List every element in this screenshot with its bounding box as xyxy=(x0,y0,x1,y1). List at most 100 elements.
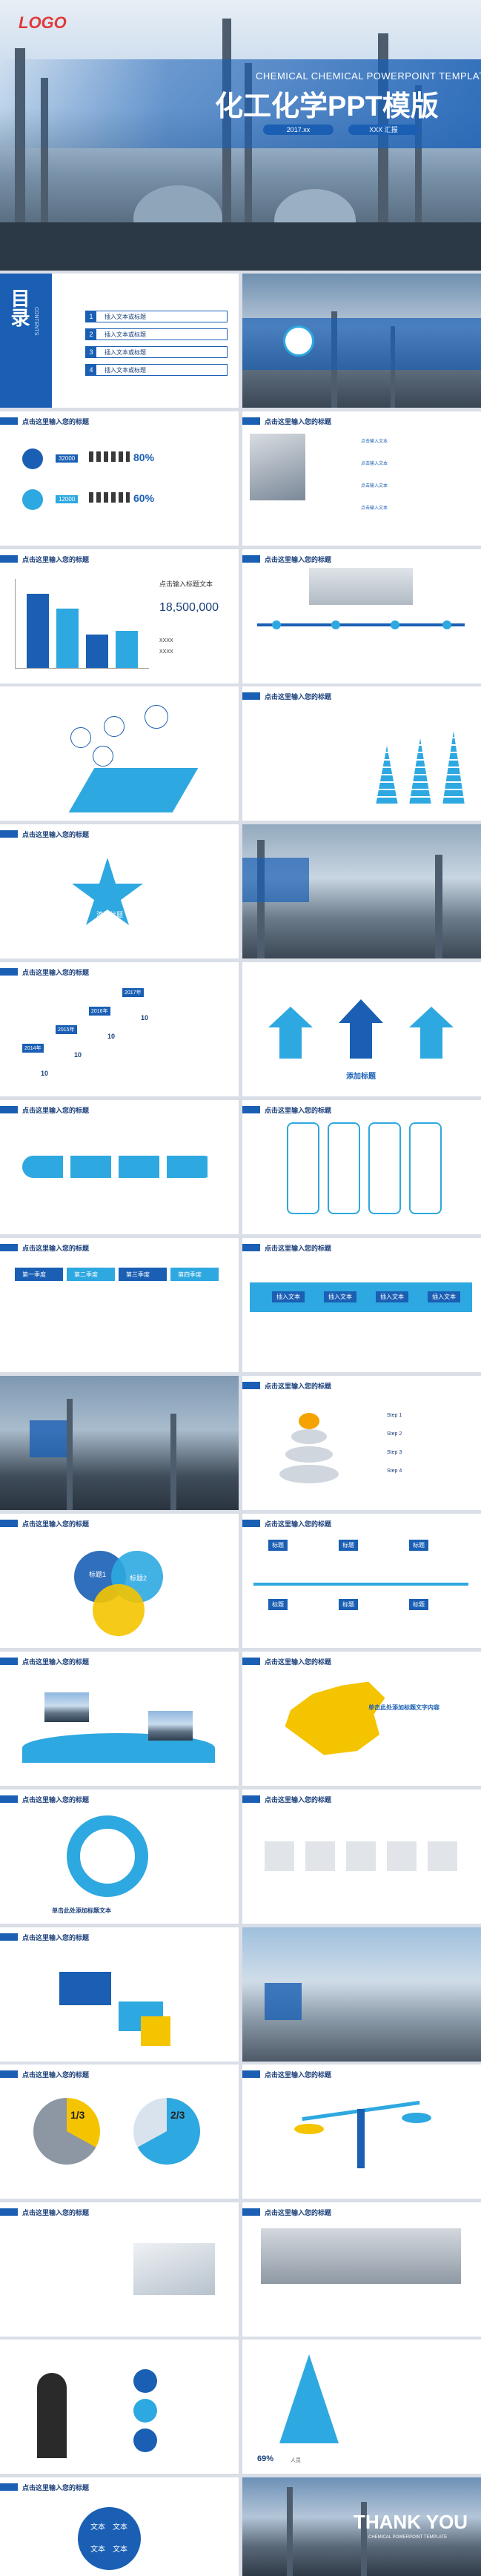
toc-heading: 目录 xyxy=(8,288,30,327)
slide-title: 点击这里输入您的标题 xyxy=(265,693,332,701)
text-bubble xyxy=(133,2428,157,2452)
slide-flow[interactable]: 点击这里输入您的标题 插入文本 插入文本 插入文本 插入文本 xyxy=(242,1238,481,1372)
flow-tag: 插入文本 xyxy=(272,1291,305,1302)
slide-title: 点击这里输入您的标题 xyxy=(265,1383,332,1390)
slide-star[interactable]: 点击这里输入您的标题 添加标题 xyxy=(0,824,239,958)
toc-sidebar xyxy=(0,274,52,408)
iso-base xyxy=(68,768,199,812)
badge-text: 文本 xyxy=(113,2523,127,2532)
arrow-up-icon xyxy=(339,999,383,1059)
people-triangle xyxy=(279,2354,339,2443)
cover-pill-date: 2017.xx xyxy=(263,125,334,135)
step-label: Step 1 xyxy=(387,1413,402,1418)
quarter-tab[interactable]: 第四季度 xyxy=(170,1268,219,1281)
slide-photo-plant[interactable] xyxy=(242,274,481,408)
slide-title: 点击这里输入您的标题 xyxy=(22,1796,90,1804)
people-icon xyxy=(22,489,43,510)
slide-people-stats[interactable]: 点击这里输入您的标题 32000 80% 12000 60% xyxy=(0,411,239,546)
quarter-tab[interactable]: 第一季度 xyxy=(15,1268,63,1281)
timeline-dot xyxy=(442,620,451,629)
stair-year: 2015年 xyxy=(56,1025,77,1034)
flow-tag: 插入文本 xyxy=(324,1291,356,1302)
cube-row xyxy=(265,1841,457,1871)
phone-card xyxy=(328,1122,360,1214)
slide-stairs[interactable]: 点击这里输入您的标题 2014年 2015年 2016年 2017年 10 10… xyxy=(0,962,239,1096)
toc-item[interactable]: 2 插入文本或标题 xyxy=(85,328,228,340)
tablet-photo xyxy=(133,2243,215,2295)
slide-ribbon-photos[interactable]: 点击这里输入您的标题 xyxy=(0,1652,239,1786)
slide-bar-chart[interactable]: 点击这里输入您的标题 点击输入标题文本 18,500,000 XXXX XXXX xyxy=(0,549,239,683)
slide-timeline[interactable]: 点击这里输入您的标题 xyxy=(242,549,481,683)
slide-text-circles[interactable]: 点击这里输入您的标题 文本 文本 文本 文本 xyxy=(0,2477,239,2576)
toc-item[interactable]: 4 插入文本或标题 xyxy=(85,364,228,376)
slide-handshake[interactable]: 点击这里输入您的标题 xyxy=(242,2202,481,2337)
businessman-figure xyxy=(37,2373,67,2458)
slide-fractions[interactable]: 点击这里输入您的标题 1/3 2/3 xyxy=(0,2065,239,2199)
slide-steps[interactable]: 点击这里输入您的标题 Step 1 Step 2 Step 3 Step 4 xyxy=(242,1376,481,1510)
tanks-overlay xyxy=(265,1983,302,2020)
toc-heading-en: CONTENTS xyxy=(33,307,39,336)
stat-percent: 80% xyxy=(133,451,155,463)
trophy-block xyxy=(141,2016,170,2046)
slide-title: 点击这里输入您的标题 xyxy=(22,1107,90,1114)
slide-venn[interactable]: 点击这里输入您的标题 标题1 标题2 xyxy=(0,1514,239,1648)
slide-cones[interactable]: 点击这里输入您的标题 xyxy=(242,686,481,821)
slide-businessman[interactable] xyxy=(0,2340,239,2474)
thank-you-title: THANK YOU xyxy=(354,2511,468,2533)
meeting-photo xyxy=(250,434,305,500)
slide-arrows-up[interactable]: 添加标题 xyxy=(242,962,481,1096)
step-disc xyxy=(291,1429,327,1444)
logo: LOGO xyxy=(19,13,67,32)
slide-phones[interactable]: 点击这里输入您的标题 xyxy=(242,1100,481,1234)
grid-title: 标题 xyxy=(409,1540,428,1551)
slide-title: 点击这里输入您的标题 xyxy=(22,556,90,563)
venn-label: 标题2 xyxy=(130,1575,147,1582)
slide-text-photo[interactable]: 点击这里输入您的标题 xyxy=(0,2202,239,2337)
arrow-up-icon xyxy=(409,1007,454,1059)
blue-card xyxy=(59,1972,111,2005)
cycle-ring xyxy=(67,1815,148,1897)
photo-thumb xyxy=(44,1692,89,1722)
slide-title: 点击这里输入您的标题 xyxy=(22,2209,90,2216)
step-disc xyxy=(285,1446,333,1463)
plant-overlay xyxy=(242,318,481,370)
slide-number-one[interactable]: 点击这里输入您的标题 xyxy=(0,1927,239,2062)
slide-photo-list[interactable]: 点击这里输入您的标题 点击输入文本 点击输入文本 点击输入文本 点击输入文本 xyxy=(242,411,481,546)
slide-title: 点击这里输入您的标题 xyxy=(265,418,332,426)
quarter-tab[interactable]: 第二季度 xyxy=(67,1268,115,1281)
flow-tag: 插入文本 xyxy=(428,1291,460,1302)
slide-photo-tanks[interactable] xyxy=(242,1927,481,2062)
slide-quarters[interactable]: 点击这里输入您的标题 第一季度 第二季度 第三季度 第四季度 xyxy=(0,1238,239,1372)
cover-subtitle: CHEMICAL CHEMICAL POWERPOINT TEMPLATE xyxy=(256,70,481,82)
slide-cycle[interactable]: 点击这里输入您的标题 单击此处添加标题文本 xyxy=(0,1789,239,1924)
grid-title: 标题 xyxy=(409,1599,428,1610)
toc-item[interactable]: 1 插入文本或标题 xyxy=(85,311,228,322)
slide-balance[interactable]: 点击这里输入您的标题 xyxy=(242,2065,481,2199)
stair-year: 2014年 xyxy=(22,1044,44,1053)
timeline-bar xyxy=(253,1583,468,1586)
slide-iso-diagram[interactable] xyxy=(0,686,239,821)
slide-cover[interactable]: LOGO CHEMICAL CHEMICAL POWERPOINT TEMPLA… xyxy=(0,0,481,271)
slide-photo-refinery[interactable] xyxy=(242,824,481,958)
slide-china-map[interactable]: 点击这里输入您的标题 单击此处添加标题文字内容 xyxy=(242,1652,481,1786)
slide-toc[interactable]: 目录 CONTENTS 1 插入文本或标题 2 插入文本或标题 3 插入文本或标… xyxy=(0,274,239,408)
people-row xyxy=(89,492,130,503)
timeline-line xyxy=(257,623,465,626)
slide-thank-you[interactable]: THANK YOU CHEMICAL POWERPOINT TEMPLATE xyxy=(242,2477,481,2576)
legend-item: XXXX xyxy=(159,638,173,643)
step-label: Step 4 xyxy=(387,1469,402,1474)
slide-photo-workers[interactable] xyxy=(0,1376,239,1510)
grid-title: 标题 xyxy=(339,1540,358,1551)
slide-title-grid[interactable]: 点击这里输入您的标题 标题 标题 标题 标题 标题 标题 xyxy=(242,1514,481,1648)
slide-cubes[interactable]: 点击这里输入您的标题 xyxy=(242,1789,481,1924)
toc-item[interactable]: 3 插入文本或标题 xyxy=(85,346,228,358)
quarter-tab[interactable]: 第三季度 xyxy=(119,1268,167,1281)
slide-title: 点击这里输入您的标题 xyxy=(22,2071,90,2079)
slide-people-arrow[interactable]: 69% 人员 xyxy=(242,2340,481,2474)
star-icon xyxy=(72,858,143,925)
stair-year: 2016年 xyxy=(89,1007,110,1016)
text-bubble xyxy=(133,2369,157,2393)
slide-chain[interactable]: 点击这里输入您的标题 xyxy=(0,1100,239,1234)
map-caption: 单击此处添加标题文字内容 xyxy=(368,1704,439,1711)
slide-title: 点击这里输入您的标题 xyxy=(22,2484,90,2491)
